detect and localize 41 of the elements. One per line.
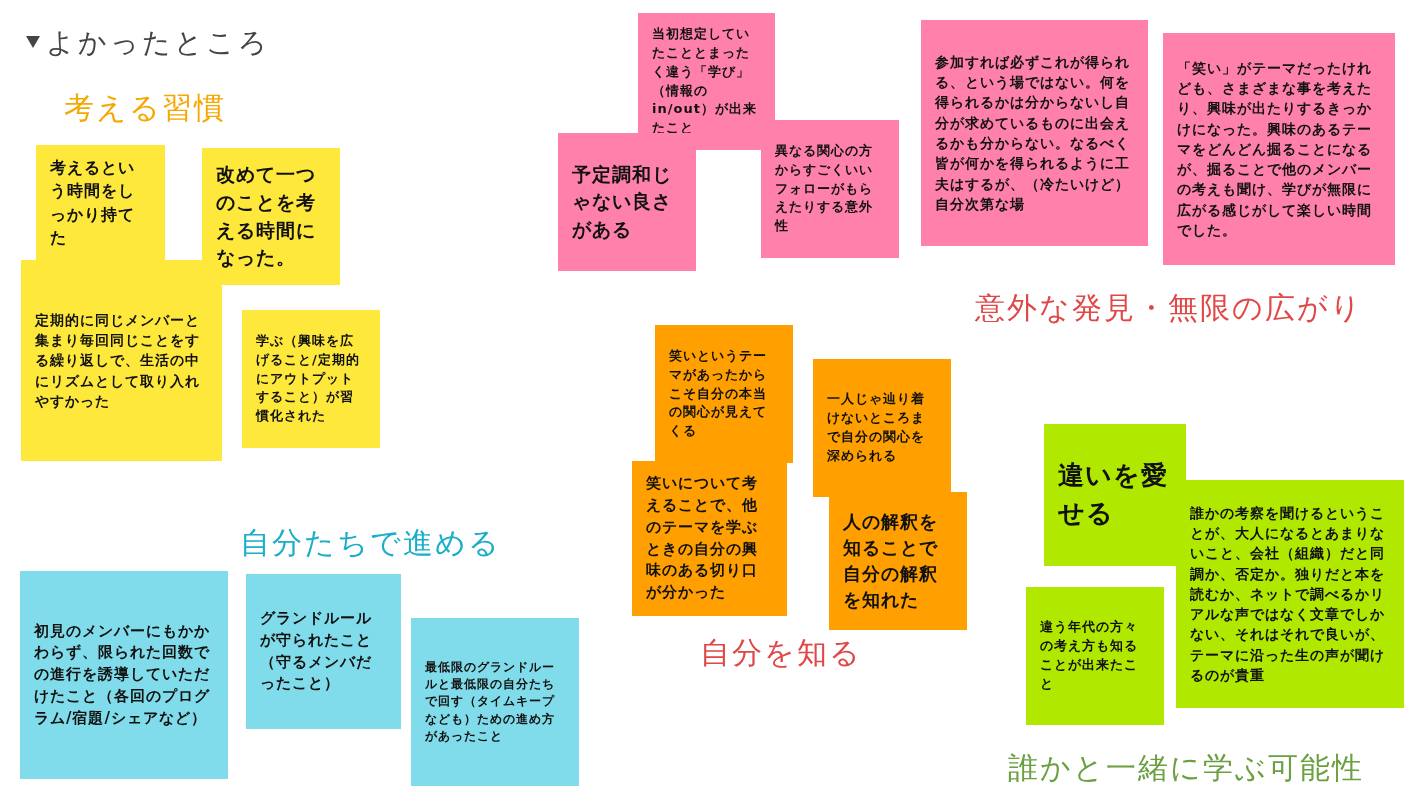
note-text: 異なる関心の方からすごくいいフォローがもらえたりする意外性 <box>775 141 874 236</box>
note-text: 一人じゃ辿り着けないところまで自分の関心を深められる <box>827 390 926 465</box>
note-text: 笑いというテーマがあったからこそ自分の本当の関心が見えてくる <box>669 346 768 441</box>
note-text: 「笑い」がテーマだったけれども、さまざまな事を考えたり、興味が出たりするきっかけになった。興味のあるテーマをどんどん掘ることになるが、掘ることで他のメンバーの考えも聞け、学びが無限に広がる感じがして楽しい時間でした。 <box>1177 58 1373 241</box>
heading: よかったところ <box>46 25 270 61</box>
sticky-note <box>632 461 787 616</box>
sticky-note <box>1176 480 1404 708</box>
note-text: 誰かの考察を聞けるということが、大人になるとあまりないこと、会社（組織）だと同調か、否定か。独りだと本を読むか、ネットで調べるかリアルな声ではなく文章でしかない、それはそれで良いが、テーマに沿った生の声が聞けるのが貴重 <box>1190 503 1386 686</box>
sticky-note <box>1026 587 1164 725</box>
note-text: 人の解釈を知ることで自分の解釈を知れた <box>843 509 939 613</box>
sticky-note <box>1163 33 1395 265</box>
sticky-note <box>813 359 951 497</box>
sticky-note <box>1044 424 1186 566</box>
note-text: 初見のメンバーにもかかわらず、限られた回数での進行を誘導していただけたこと（各回のプログラム/宿題/シェアなど） <box>34 620 211 729</box>
note-text: 学ぶ（興味を広げること/定期的にアウトプットすること）が習慣化された <box>256 331 361 426</box>
note-text: グランドルールが守られたこと（守るメンバだったこと） <box>260 608 373 695</box>
sticky-note <box>655 325 793 463</box>
note-text: 考えるという時間をしっかり持てた <box>50 157 136 249</box>
sticky-note <box>242 310 380 448</box>
sticky-note <box>20 571 228 779</box>
group-heading: 自分たちで進める <box>240 524 501 562</box>
sticky-note <box>558 133 696 271</box>
sticky-note <box>202 148 340 285</box>
sticky-note <box>36 145 165 260</box>
note-text: 定期的に同じメンバーと集まり毎回同じことをする繰り返しで、生活の中にリズムとして取り入れやすかった <box>35 310 201 411</box>
note-text: 違う年代の方々の考え方も知ることが出来たこと <box>1040 618 1139 693</box>
sticky-note <box>829 492 967 630</box>
sticky-note <box>246 574 401 729</box>
group-heading: 意外な発見・無限の広がり <box>975 289 1363 327</box>
note-text: 参加すれば必ずこれが得られる、という場ではない。何を得られるかは分からないし自分が求めているものに出会えるかも分からない。なるべく皆が何かを得られるように工夫はするが、（冷たいけど）自分次第な場 <box>935 52 1131 214</box>
note-text: 違いを愛せる <box>1058 459 1169 530</box>
sticky-note <box>921 20 1148 246</box>
sticky-note <box>411 618 579 786</box>
group-heading: 誰かと一緒に学ぶ可能性 <box>1008 749 1364 787</box>
group-heading: 考える習慣 <box>64 89 226 127</box>
sticky-note <box>638 13 775 150</box>
note-text: 笑いについて考えることで、他のテーマを学ぶときの自分の興味のある切り口が分かった <box>646 473 759 603</box>
note-text: 予定調和じゃない良さがある <box>572 161 673 242</box>
sticky-note <box>761 120 899 258</box>
group-heading: 自分を知る <box>700 634 862 672</box>
note-text: 最低限のグランドルールと最低限の自分たちで回す（タイムキープなども）ための進め方があったこと <box>425 658 556 746</box>
